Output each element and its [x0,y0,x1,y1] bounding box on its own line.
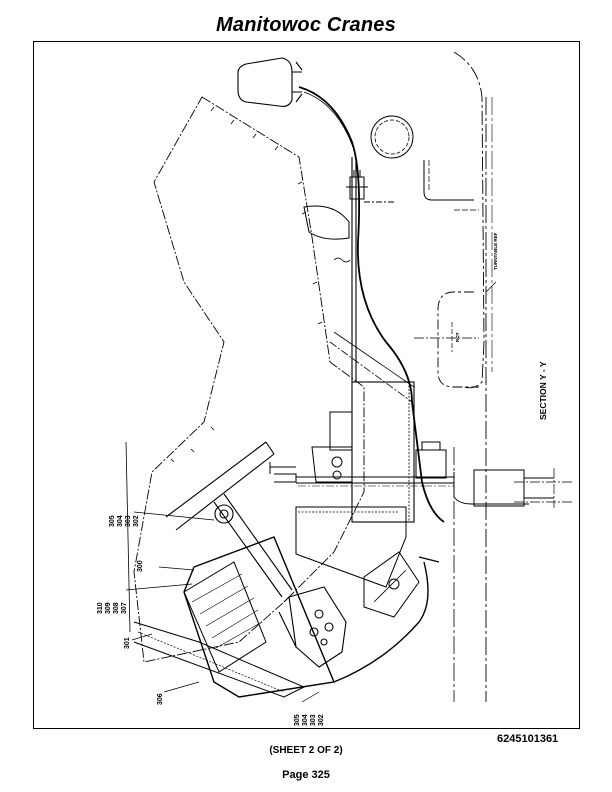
round-hole [370,115,414,159]
drawing-frame: TURNTABLE REF ROT SECTION Y - Y [33,41,580,729]
callout-leaders [125,511,320,703]
turntable-ref-loop [437,291,479,388]
bracket-block [269,411,353,483]
callout-305-bottom: 305 [294,714,301,726]
callout-303-top: 303 [125,515,132,527]
callout-309: 309 [105,602,112,614]
callout-310: 310 [97,602,104,614]
technical-drawing: TURNTABLE REF ROT SECTION Y - Y [97,51,574,726]
housing-ticks [170,106,323,463]
hydraulic-cylinder [165,441,293,598]
lower-box [295,506,407,588]
lower-motor [363,551,420,618]
callout-308: 308 [113,602,120,614]
right-boundary [453,51,485,389]
horizontal-shaft [296,441,574,508]
callout-307: 307 [121,602,128,614]
document-number: 6245101361 [497,733,559,745]
rot-label: ROT [455,332,460,342]
housing-outline [133,96,365,663]
main-frame-member [329,157,415,523]
page-number: Page 325 [282,769,330,781]
section-label: SECTION Y - Y [538,361,548,420]
tilted-housing [183,536,335,698]
turntable-ref-label: TURNTABLE REF [493,232,498,270]
callout-302-bottom: 302 [318,714,325,726]
callout-304-top: 304 [117,515,124,527]
page-title: Manitowoc Cranes [216,14,396,36]
sheet-indicator: (SHEET 2 OF 2) [269,745,343,756]
callout-304-bottom: 304 [302,714,309,726]
callout-305-top: 305 [109,515,116,527]
callout-303-bottom: 303 [310,714,317,726]
hydraulic-hose [298,86,445,523]
callout-301: 301 [124,637,131,649]
callout-302-top: 302 [133,515,140,527]
upper-fitting [346,170,394,203]
reservoir [237,57,303,107]
valve-assembly [278,586,347,668]
callout-306: 306 [157,693,164,705]
lower-hose [333,556,440,683]
j-bracket [423,160,474,201]
callout-300: 300 [137,560,144,572]
base-rail [133,621,306,698]
filter-canister [183,561,267,673]
curved-mount [303,205,350,240]
